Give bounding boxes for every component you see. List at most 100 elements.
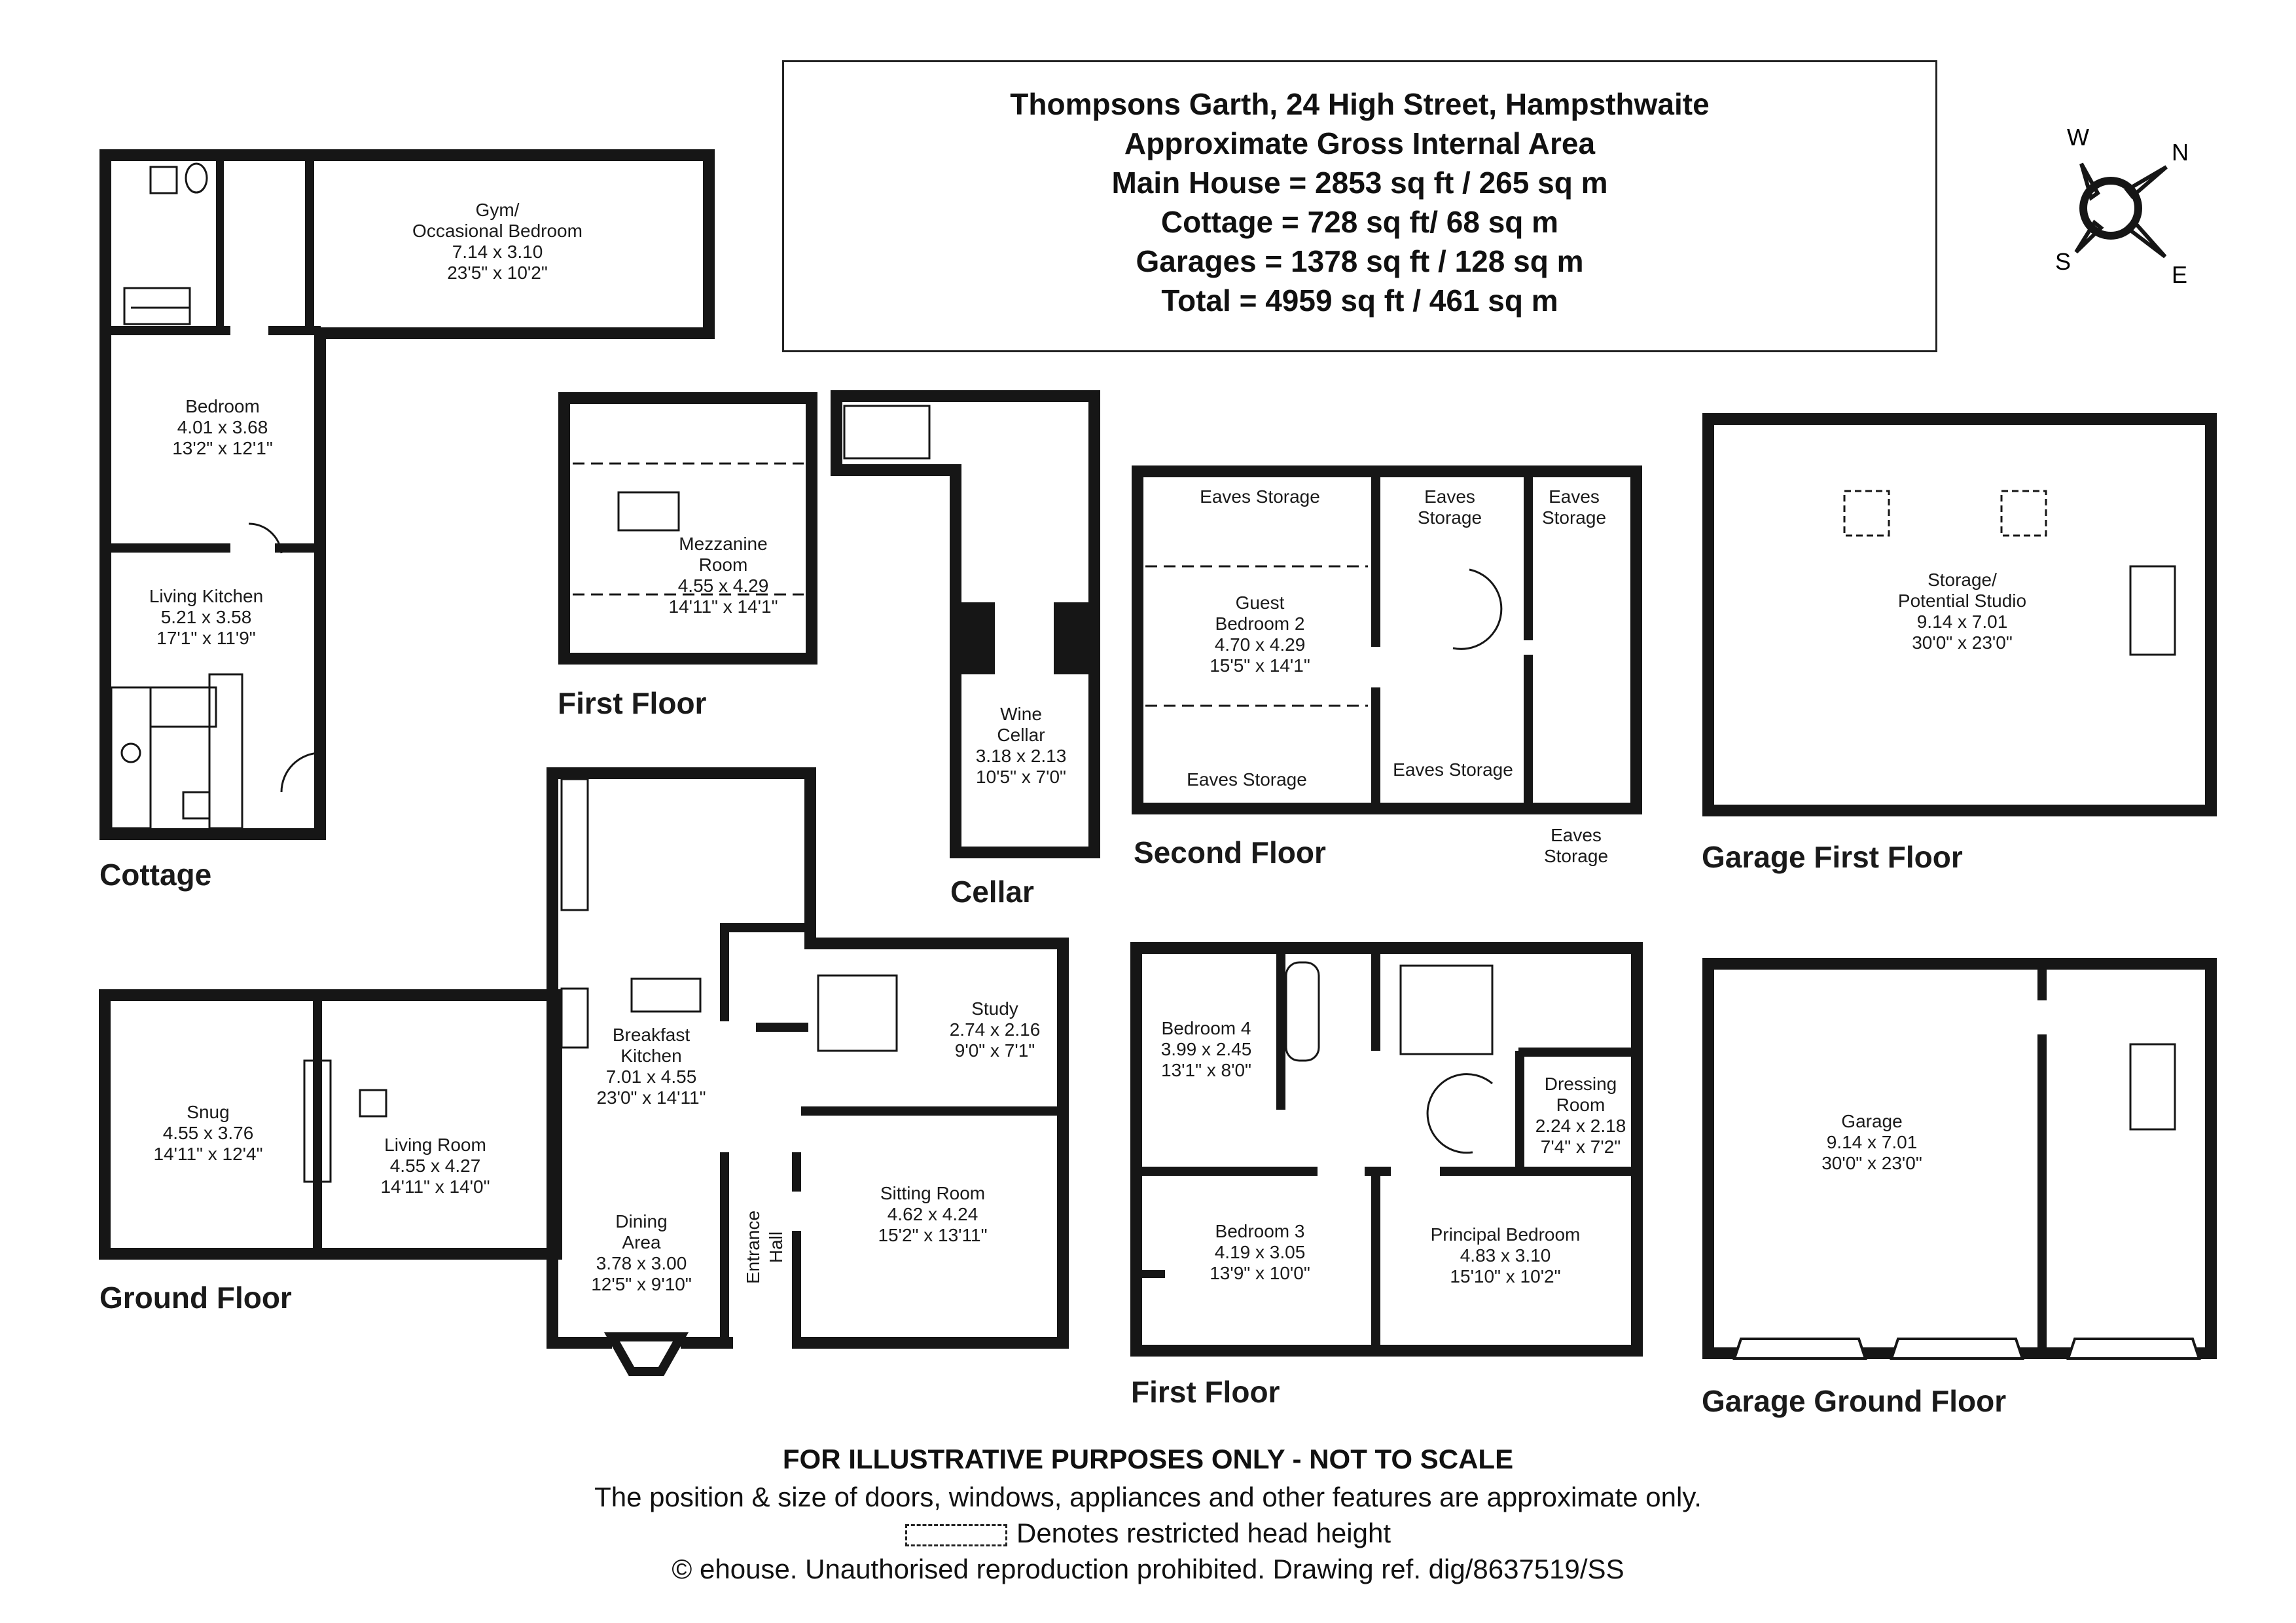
compass-icon: W N S E — [2055, 124, 2189, 288]
main-house-area: Main House = 2853 sq ft / 265 sq m — [1111, 166, 1608, 200]
eaves-storage-5: Eaves Storage — [1393, 759, 1513, 780]
garage-size-ft: 30'0" x 23'0" — [1821, 1153, 1922, 1173]
bedroom4-label: Bedroom 4 — [1162, 1018, 1251, 1038]
second-floor-plan: Eaves Storage Eaves Storage Eaves Storag… — [1132, 465, 1642, 869]
gym-size-ft: 23'5" x 10'2" — [447, 263, 548, 283]
sitting-room-label: Sitting Room — [880, 1183, 985, 1203]
garage-ground-floor-plan: Garage 9.14 x 7.01 30'0" x 23'0" Garage … — [1702, 958, 2217, 1418]
breakfast-kitchen-label-1: Breakfast — [613, 1025, 690, 1045]
snug-label: Snug — [187, 1102, 229, 1122]
dining-label-2: Area — [622, 1232, 661, 1252]
eaves-storage-3a: Eaves — [1549, 486, 1600, 507]
disclaimer-text: The position & size of doors, windows, a… — [594, 1482, 1702, 1512]
principal-bedroom-label: Principal Bedroom — [1431, 1224, 1581, 1245]
eaves-storage-1: Eaves Storage — [1200, 486, 1320, 507]
garage-first-floor-plan: Storage/ Potential Studio 9.14 x 7.01 30… — [1702, 413, 2217, 874]
bedroom4-size-ft: 13'1" x 8'0" — [1161, 1060, 1251, 1080]
property-address: Thompsons Garth, 24 High Street, Hampsth… — [1010, 87, 1710, 121]
garage-first-floor-label: Garage First Floor — [1702, 840, 1963, 874]
first-floor-label: First Floor — [1131, 1375, 1280, 1409]
studio-label-2: Potential Studio — [1898, 591, 2026, 611]
entrance-hall-label-2: Hall — [766, 1231, 786, 1263]
total-area: Total = 4959 sq ft / 461 sq m — [1161, 283, 1558, 318]
dressing-label-2: Room — [1556, 1095, 1605, 1115]
snug-size-ft: 14'11" x 12'4" — [153, 1144, 262, 1164]
eaves-storage-6a: Eaves — [1551, 825, 1602, 845]
cellar-floor-label: Cellar — [950, 875, 1034, 909]
second-floor-label: Second Floor — [1134, 835, 1326, 869]
cottage-bedroom-size-ft: 13'2" x 12'1" — [172, 438, 273, 458]
area-subtitle: Approximate Gross Internal Area — [1124, 126, 1596, 160]
gym-label-2: Occasional Bedroom — [412, 221, 583, 241]
garage-size-m: 9.14 x 7.01 — [1827, 1132, 1918, 1152]
studio-label-1: Storage/ — [1928, 570, 1997, 590]
dressing-size-ft: 7'4" x 7'2" — [1541, 1137, 1621, 1157]
restricted-height-swatch — [905, 1523, 1007, 1546]
mezzanine-floor-label: First Floor — [558, 686, 707, 720]
principal-bedroom-size-m: 4.83 x 3.10 — [1460, 1245, 1551, 1266]
area-summary-box: Thompsons Garth, 24 High Street, Hampsth… — [782, 60, 1937, 352]
mezzanine-label-2: Room — [699, 555, 748, 575]
eaves-storage-4: Eaves Storage — [1187, 769, 1307, 790]
garage-ground-floor-label: Garage Ground Floor — [1702, 1384, 2006, 1418]
bedroom3-size-m: 4.19 x 3.05 — [1215, 1242, 1306, 1262]
bedroom4-size-m: 3.99 x 2.45 — [1161, 1039, 1252, 1059]
study-size-m: 2.74 x 2.16 — [950, 1019, 1041, 1040]
wine-cellar-label-2: Cellar — [997, 725, 1045, 745]
living-room-label: Living Room — [384, 1135, 486, 1155]
mezzanine-size-ft: 14'11" x 14'1" — [668, 596, 778, 617]
compass-n: N — [2172, 139, 2189, 166]
copyright-text: © ehouse. Unauthorised reproduction proh… — [672, 1554, 1624, 1584]
cottage-area: Cottage = 728 sq ft/ 68 sq m — [1160, 205, 1559, 239]
entrance-hall-label-1: Entrance — [743, 1211, 763, 1284]
restricted-height-text: Denotes restricted head height — [1016, 1518, 1391, 1548]
mezzanine-label-1: Mezzanine — [679, 534, 767, 554]
guest-bedroom-size-ft: 15'5" x 14'1" — [1210, 655, 1310, 676]
breakfast-kitchen-label-2: Kitchen — [620, 1046, 681, 1066]
mezzanine-size-m: 4.55 x 4.29 — [678, 575, 769, 596]
first-floor-plan: Bedroom 4 3.99 x 2.45 13'1" x 8'0" Dress… — [1130, 942, 1643, 1409]
studio-size-m: 9.14 x 7.01 — [1917, 611, 2008, 632]
wine-cellar-size-m: 3.18 x 2.13 — [976, 746, 1067, 766]
guest-bedroom-label-2: Bedroom 2 — [1215, 613, 1305, 634]
dining-size-ft: 12'5" x 9'10" — [591, 1274, 692, 1294]
living-kitchen-label: Living Kitchen — [149, 586, 263, 606]
cottage-floor-label: Cottage — [99, 858, 211, 892]
cellar-plan: Wine Cellar 3.18 x 2.13 10'5" x 7'0" Cel… — [831, 390, 1100, 909]
sitting-room-size-ft: 15'2" x 13'11" — [878, 1225, 987, 1245]
ground-floor-label: Ground Floor — [99, 1281, 292, 1315]
compass-s: S — [2055, 248, 2071, 275]
sitting-room-size-m: 4.62 x 4.24 — [888, 1204, 978, 1224]
bedroom3-label: Bedroom 3 — [1215, 1221, 1305, 1241]
living-room-size-m: 4.55 x 4.27 — [390, 1156, 481, 1176]
wine-cellar-size-ft: 10'5" x 7'0" — [976, 767, 1066, 787]
study-size-ft: 9'0" x 7'1" — [955, 1040, 1035, 1061]
breakfast-kitchen-size-m: 7.01 x 4.55 — [606, 1067, 697, 1087]
ground-floor-plan: Snug 4.55 x 3.76 14'11" x 12'4" Living R… — [99, 767, 1069, 1376]
eaves-storage-3b: Storage — [1542, 507, 1606, 528]
eaves-storage-2b: Storage — [1418, 507, 1482, 528]
dining-size-m: 3.78 x 3.00 — [596, 1253, 687, 1273]
cottage-plan: Gym/ Occasional Bedroom 7.14 x 3.10 23'5… — [99, 149, 715, 892]
principal-bedroom-size-ft: 15'10" x 10'2" — [1450, 1266, 1560, 1286]
eaves-storage-2a: Eaves — [1424, 486, 1475, 507]
wine-cellar-label-1: Wine — [1000, 704, 1042, 724]
guest-bedroom-label-1: Guest — [1236, 593, 1285, 613]
dining-label-1: Dining — [615, 1211, 667, 1231]
mezzanine-plan: Mezzanine Room 4.55 x 4.29 14'11" x 14'1… — [558, 392, 817, 720]
compass-e: E — [2172, 261, 2187, 288]
bedroom3-size-ft: 13'9" x 10'0" — [1210, 1263, 1310, 1283]
gym-label-1: Gym/ — [476, 200, 520, 220]
gym-size-m: 7.14 x 3.10 — [452, 242, 543, 262]
dressing-label-1: Dressing — [1545, 1074, 1617, 1094]
cottage-bedroom-size-m: 4.01 x 3.68 — [177, 417, 268, 437]
dressing-size-m: 2.24 x 2.18 — [1535, 1116, 1626, 1136]
garages-area: Garages = 1378 sq ft / 128 sq m — [1136, 244, 1584, 278]
snug-size-m: 4.55 x 3.76 — [163, 1123, 254, 1143]
cottage-bedroom-label: Bedroom — [185, 396, 260, 416]
eaves-storage-6b: Storage — [1544, 846, 1608, 866]
restricted-height-legend: Denotes restricted head height — [0, 1518, 2296, 1549]
living-kitchen-size-ft: 17'1" x 11'9" — [156, 628, 255, 648]
living-room-size-ft: 14'11" x 14'0" — [380, 1176, 490, 1197]
